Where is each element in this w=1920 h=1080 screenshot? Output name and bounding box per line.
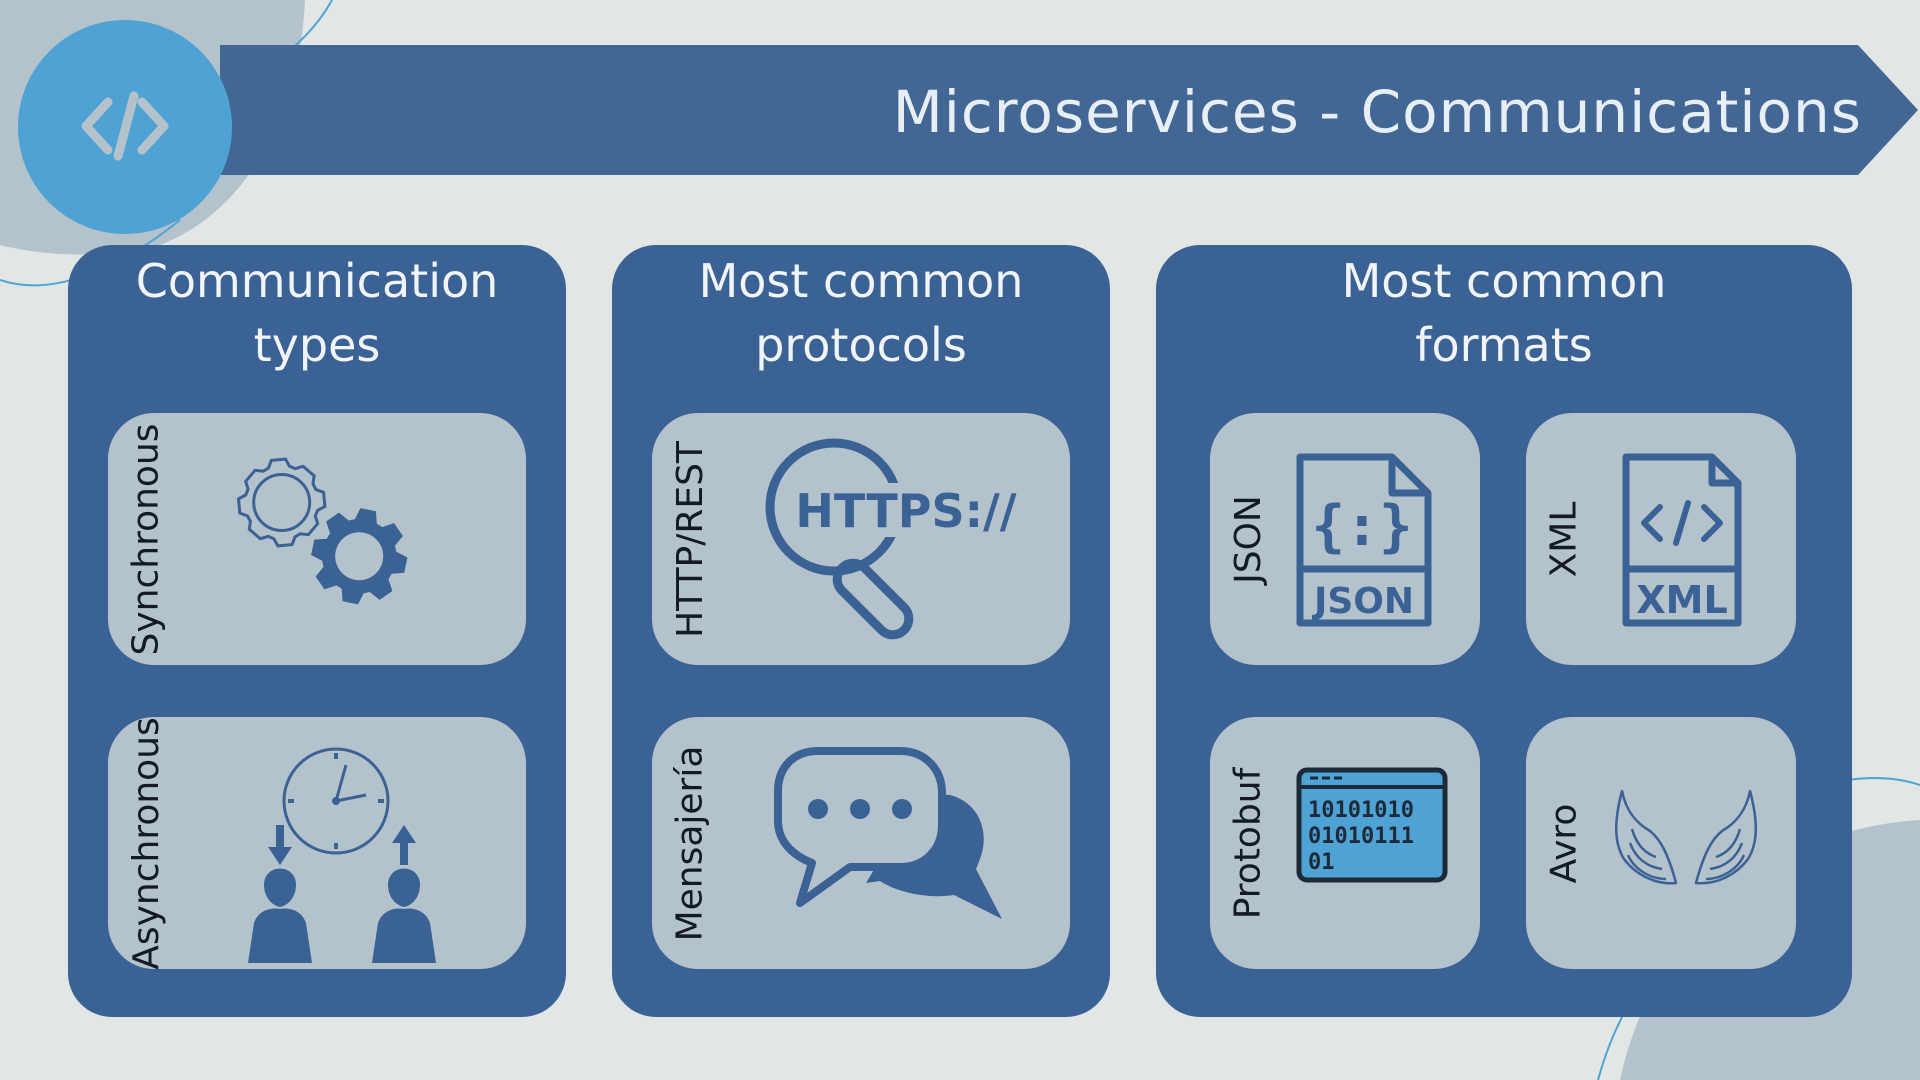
https-magnifier-icon: HTTPS:// [765, 438, 1017, 640]
gears-icon [236, 457, 408, 605]
card-http-rest: HTTP/REST HTTPS:// [652, 413, 1070, 665]
binary-line-1: 10101010 [1308, 798, 1414, 823]
card-label: Protobuf [1227, 767, 1269, 919]
people-clock-icon [248, 747, 436, 963]
json-file-icon: {:} JSON [1296, 453, 1432, 627]
card-xml: XML XML [1526, 413, 1796, 665]
json-braces-text: {:} [1311, 494, 1412, 559]
xml-file-icon: XML [1622, 453, 1742, 627]
card-label: Avro [1543, 803, 1585, 883]
binary-line-3: 01 [1308, 850, 1335, 875]
card-label: XML [1543, 501, 1585, 577]
xml-text: XML [1636, 578, 1727, 622]
card-asynchronous: Asynchronous [108, 717, 526, 969]
panel-communication-types: Communication types Synchronous Asynchro… [68, 245, 566, 1017]
card-label: JSON [1227, 494, 1269, 584]
panel-title: Most common formats [1341, 254, 1667, 372]
logo-badge [18, 20, 232, 234]
panel-title: Most common protocols [698, 254, 1024, 372]
chat-bubbles-icon [774, 747, 1002, 919]
card-label: Asynchronous [125, 716, 167, 970]
panel-common-protocols: Most common protocols HTTP/REST HTTPS://… [612, 245, 1110, 1017]
page-title: Microservices - Communications [892, 78, 1862, 146]
card-protobuf: Protobuf 10101010 01010111 01 [1210, 717, 1480, 969]
json-text: JSON [1311, 581, 1414, 622]
card-mensajeria: Mensajería [652, 717, 1070, 969]
panel-common-formats: Most common formats JSON {:} JSON XML XM… [1156, 245, 1852, 1017]
card-synchronous: Synchronous [108, 413, 526, 665]
wings-icon [1614, 789, 1758, 885]
card-label: Mensajería [669, 745, 711, 941]
card-avro: Avro [1526, 717, 1796, 969]
card-label: Synchronous [125, 422, 167, 656]
card-label: HTTP/REST [669, 440, 711, 638]
binary-window-icon: 10101010 01010111 01 [1296, 767, 1448, 883]
panel-title: Communication types [135, 254, 499, 372]
card-json: JSON {:} JSON [1210, 413, 1480, 665]
https-text: HTTPS:// [795, 484, 1016, 538]
binary-line-2: 01010111 [1308, 824, 1414, 849]
code-brackets-icon [81, 91, 169, 161]
